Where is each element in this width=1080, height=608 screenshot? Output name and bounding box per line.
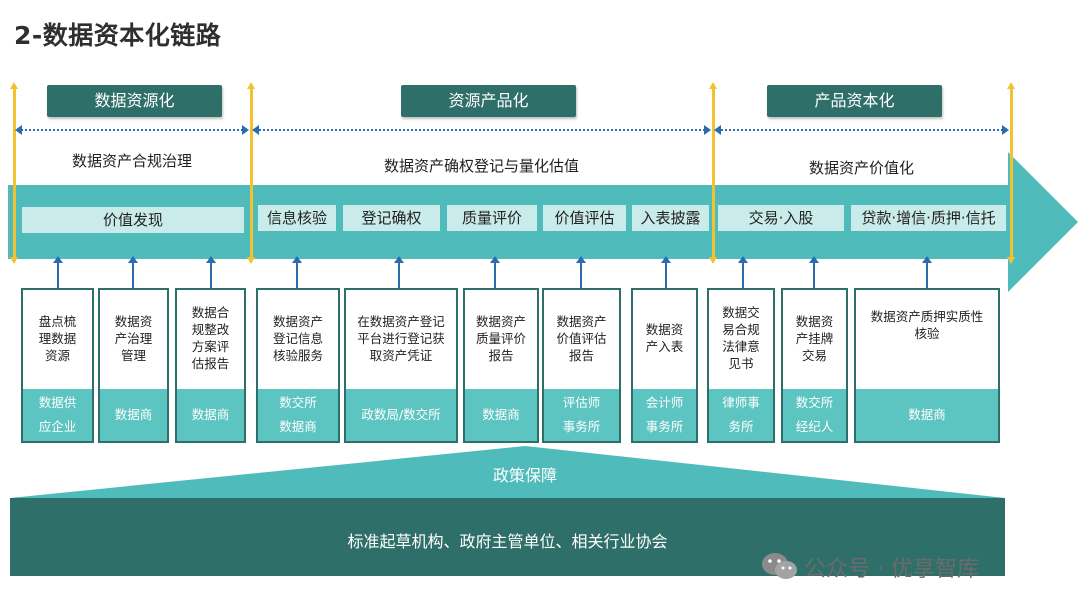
- step-info-verify: 信息核验: [258, 205, 336, 231]
- service-card: 盘点梳 理数据 资源 数据供 应企业: [21, 288, 94, 443]
- card-provider: 政数局/数交所: [346, 389, 456, 441]
- base-bar: [10, 498, 1005, 576]
- card-provider: 数据商: [465, 389, 537, 441]
- card-provider: 数据商: [856, 389, 998, 441]
- phase-3-subtitle: 数据资产价值化: [808, 159, 914, 177]
- up-arrow: [661, 256, 671, 288]
- service-card: 数据资产 登记信息 核验服务 数交所 数据商: [256, 288, 340, 443]
- up-arrow: [922, 256, 932, 288]
- card-provider: 评估师 事务所: [544, 389, 619, 441]
- card-task: 数据资产 质量评价 报告: [475, 313, 526, 363]
- step-quality: 质量评价: [447, 205, 537, 231]
- card-task: 在数据资产登记 平台进行登记获 取资产凭证: [357, 313, 445, 363]
- up-arrow: [490, 256, 500, 288]
- card-provider: 数据商: [100, 389, 167, 441]
- card-task: 数据资产质押实质性 核验: [870, 309, 984, 341]
- card-provider: 数据供 应企业: [23, 389, 92, 441]
- up-arrow: [394, 256, 404, 288]
- policy-support-shape: [10, 446, 1005, 498]
- service-card: 数据资 产治理 管理 数据商: [98, 288, 169, 443]
- step-disclosure: 入表披露: [632, 205, 709, 231]
- step-register: 登记确权: [343, 205, 440, 231]
- up-arrow: [53, 256, 63, 288]
- step-valuation: 价值评估: [543, 205, 626, 231]
- service-card: 在数据资产登记 平台进行登记获 取资产凭证 政数局/数交所: [344, 288, 458, 443]
- base-label: 标准起草机构、政府主管单位、相关行业协会: [347, 532, 668, 551]
- card-provider: 律师事 务所: [709, 389, 773, 441]
- up-arrow: [292, 256, 302, 288]
- card-provider: 数交所 经纪人: [783, 389, 846, 441]
- service-card: 数据资 产入表 会计师 事务所: [631, 288, 698, 443]
- divider-line: [10, 82, 18, 264]
- divider-line: [247, 82, 255, 264]
- up-arrow: [738, 256, 748, 288]
- span-arrow: [714, 125, 1009, 135]
- step-trade: 交易·入股: [718, 205, 844, 231]
- divider-line: [1007, 82, 1015, 264]
- policy-label: 政策保障: [492, 466, 557, 485]
- service-card: 数据资产 价值评估 报告 评估师 事务所: [542, 288, 621, 443]
- span-arrow: [252, 125, 711, 135]
- service-card: 数据合 规整改 方案评 估报告 数据商: [175, 288, 246, 443]
- up-arrow: [576, 256, 586, 288]
- wechat-icon: [762, 553, 797, 579]
- card-task: 数据合 规整改 方案评 估报告: [191, 305, 230, 371]
- phase-3-header: 产品资本化: [767, 85, 942, 117]
- service-card: 数据资产质押实质性 核验 数据商: [854, 288, 1000, 443]
- up-arrow: [128, 256, 138, 288]
- card-task: 盘点梳 理数据 资源: [38, 313, 77, 363]
- span-arrow: [15, 125, 249, 135]
- up-arrow: [206, 256, 216, 288]
- card-task: 数据资 产入表: [645, 322, 684, 354]
- step-value-discovery: 价值发现: [22, 207, 244, 233]
- card-provider: 数交所 数据商: [258, 389, 338, 441]
- card-provider: 会计师 事务所: [633, 389, 696, 441]
- service-card: 数据资产 质量评价 报告 数据商: [463, 288, 539, 443]
- phase-2-subtitle: 数据资产确权登记与量化估值: [383, 157, 579, 175]
- phase-1-header: 数据资源化: [47, 85, 222, 117]
- card-task: 数据资产 价值评估 报告: [556, 313, 607, 363]
- card-task: 数据资 产挂牌 交易: [795, 313, 834, 363]
- step-finance: 贷款·增信·质押·信托: [851, 205, 1006, 231]
- watermark-text: 公众号 · 优享智库: [804, 557, 979, 582]
- service-card: 数据交 易合规 法律意 见书 律师事 务所: [707, 288, 775, 443]
- phase-1-subtitle: 数据资产合规治理: [71, 152, 192, 170]
- service-card: 数据资 产挂牌 交易 数交所 经纪人: [781, 288, 848, 443]
- page-title: 2-数据资本化链路: [14, 21, 222, 50]
- phase-2-header: 资源产品化: [401, 85, 576, 117]
- card-provider: 数据商: [177, 389, 244, 441]
- card-task: 数据交 易合规 法律意 见书: [722, 305, 760, 371]
- card-task: 数据资 产治理 管理: [114, 313, 153, 363]
- up-arrow: [809, 256, 819, 288]
- card-task: 数据资产 登记信息 核验服务: [272, 313, 323, 363]
- divider-line: [709, 82, 717, 264]
